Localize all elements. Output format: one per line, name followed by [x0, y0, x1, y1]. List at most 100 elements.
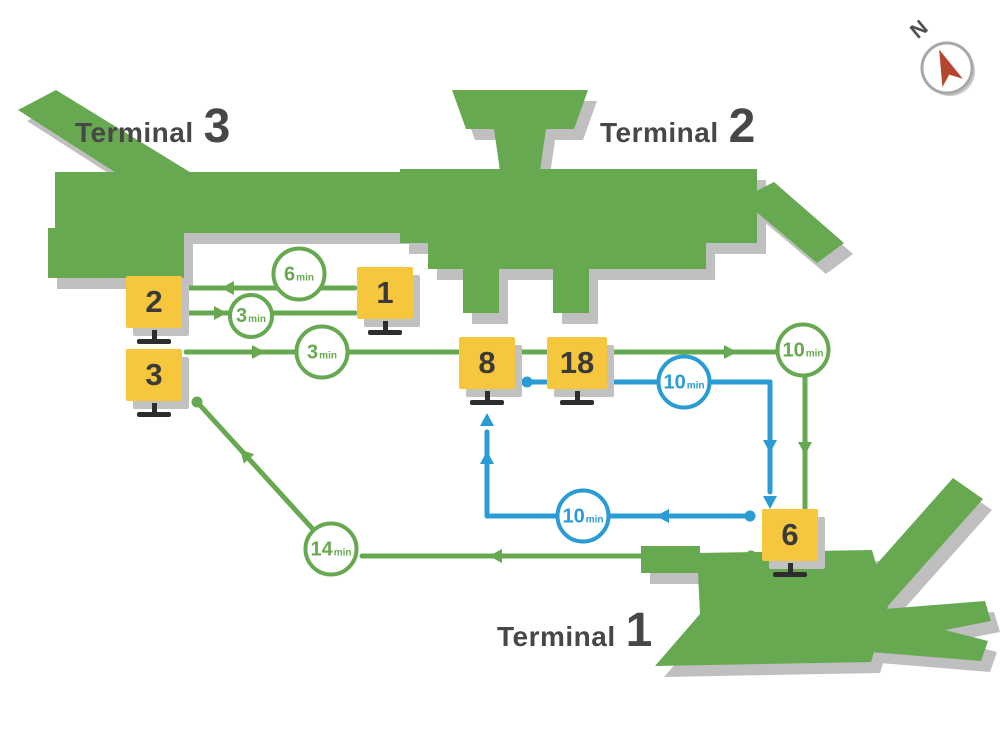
blue-route-lines	[484, 379, 773, 519]
route-badge-10min-blue-lower: 10 min	[555, 488, 611, 544]
bus-stop-post-icon	[773, 572, 807, 577]
terminal-3-main	[55, 172, 410, 233]
route-time-value: 10	[562, 505, 585, 527]
arrow-left-icon	[656, 509, 669, 523]
arrow-down-icon	[763, 440, 777, 453]
route-time-unit: min	[248, 314, 266, 325]
terminal-1-word: Terminal	[497, 621, 616, 652]
terminal-2-main	[400, 169, 757, 243]
arrow-up-icon	[480, 413, 494, 426]
terminal-1-label: Terminal 1	[497, 607, 652, 655]
route-badge-10min-blue-upper-text: 10 min	[663, 372, 704, 392]
terminal-3-word: Terminal	[75, 117, 194, 148]
green-route-arrows	[214, 281, 812, 563]
route-time-value: 6	[284, 263, 296, 285]
arrow-upleft-icon	[240, 449, 255, 464]
north-arrow-icon	[939, 49, 963, 88]
terminal-1-stub	[641, 546, 700, 573]
blue-route-arrows	[480, 413, 777, 523]
route-badge-6min: 6 min	[271, 246, 327, 302]
bus-stop-post-icon	[368, 330, 402, 335]
bus-stop-6-number: 6	[762, 509, 818, 561]
bus-stop-2: 2	[126, 276, 182, 344]
bus-stop-2-number: 2	[126, 276, 182, 328]
terminal-2-number: 2	[728, 100, 756, 153]
terminal-buildings	[18, 90, 991, 666]
bus-stop-18: 18	[547, 337, 607, 405]
arrow-down-icon	[763, 496, 777, 509]
route-time-unit: min	[319, 350, 337, 361]
terminal-2-leg-west	[463, 269, 499, 313]
arrow-right-icon	[252, 345, 265, 359]
bus-stop-post-icon	[470, 400, 504, 405]
bus-stop-18-number: 18	[547, 337, 607, 389]
arrow-up-icon	[480, 451, 494, 464]
route-line-diagonal-to-stop3	[195, 400, 334, 552]
bus-stop-post-icon	[574, 391, 580, 400]
terminal-1-main	[655, 550, 888, 666]
route-time-value: 3	[307, 341, 319, 363]
route-time-value: 3	[236, 305, 248, 327]
arrow-down-icon	[798, 442, 812, 455]
route-badge-3min-upper-text: 3 min	[236, 306, 266, 326]
route-node-dot	[744, 510, 756, 522]
green-route-dots	[191, 396, 757, 562]
arrow-left-icon	[221, 281, 234, 295]
bus-stop-post-icon	[151, 403, 157, 412]
terminal-1-east-pier	[870, 601, 991, 661]
route-time-value: 14	[310, 538, 333, 560]
bus-stop-post-icon	[787, 563, 793, 572]
route-badge-10min-green-text: 10 min	[782, 340, 823, 360]
route-time-value: 10	[782, 339, 805, 361]
arrow-right-icon	[724, 345, 737, 359]
bus-stop-8: 8	[459, 337, 515, 405]
bus-stop-post-icon	[137, 339, 171, 344]
terminal-2-word: Terminal	[600, 117, 719, 148]
route-badge-10min-green: 10 min	[775, 322, 831, 378]
bus-stop-post-icon	[560, 400, 594, 405]
bus-stop-post-icon	[382, 321, 388, 330]
terminal-3-number: 3	[203, 100, 231, 153]
route-badge-14min-text: 14 min	[310, 539, 351, 559]
terminal-2-east-pier	[741, 182, 844, 263]
route-badge-6min-text: 6 min	[284, 264, 314, 284]
route-time-unit: min	[333, 547, 352, 558]
route-node-dot	[521, 376, 533, 388]
route-time-unit: min	[686, 380, 705, 391]
bus-stop-1-number: 1	[357, 267, 413, 319]
route-badge-10min-blue-lower-text: 10 min	[562, 506, 603, 526]
bus-stop-post-icon	[484, 391, 490, 400]
route-badge-3min-lower: 3 min	[294, 324, 350, 380]
route-node-dot	[191, 396, 203, 408]
terminal-2-tower-stem	[494, 129, 546, 171]
route-badge-3min-upper: 3 min	[228, 293, 274, 339]
bus-stop-post-icon	[151, 330, 157, 339]
bus-stop-post-icon	[137, 412, 171, 417]
route-badge-3min-lower-text: 3 min	[307, 342, 337, 362]
bus-stop-3-number: 3	[126, 349, 182, 401]
blue-route-dots	[521, 376, 756, 522]
terminal-2-leg-east	[553, 269, 589, 313]
terminal-1-north-pier	[850, 478, 983, 616]
route-time-unit: min	[585, 514, 604, 525]
terminal-1-number: 1	[625, 604, 653, 657]
route-badge-14min: 14 min	[303, 521, 359, 577]
terminal-3-annex	[48, 228, 184, 278]
route-time-unit: min	[296, 272, 314, 283]
route-time-value: 10	[663, 371, 686, 393]
arrow-left-icon	[489, 549, 502, 563]
route-badge-10min-blue-upper: 10 min	[656, 354, 712, 410]
bus-stop-6: 6	[762, 509, 818, 577]
bus-stop-3: 3	[126, 349, 182, 417]
route-node-dot	[745, 550, 757, 562]
terminal-2-concourse	[428, 243, 706, 269]
arrow-right-icon	[214, 306, 227, 320]
compass	[920, 41, 975, 96]
terminal-2-tower-top	[452, 90, 588, 129]
bus-stop-8-number: 8	[459, 337, 515, 389]
terminal-3-label: Terminal 3	[75, 103, 230, 151]
terminal-2-label: Terminal 2	[600, 103, 755, 151]
route-time-unit: min	[805, 348, 824, 359]
